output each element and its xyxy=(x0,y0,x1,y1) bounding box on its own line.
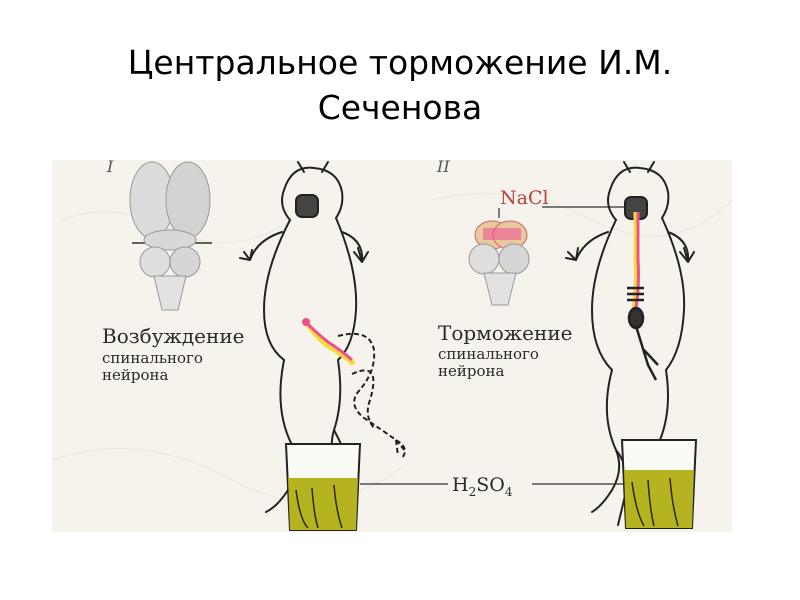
spinal-cord-right xyxy=(627,286,659,381)
acid-sub-2: 4 xyxy=(505,485,513,499)
slide-title: Центральное торможение И.М. Сеченова xyxy=(0,40,800,130)
title-line-1: Центральное торможение И.М. xyxy=(127,43,673,82)
acid-h: H xyxy=(452,474,469,496)
caption-left-line3: нейрона xyxy=(102,366,169,384)
nerve-path-left-pink xyxy=(302,318,354,362)
caption-left-line1: Возбуждение xyxy=(102,324,245,348)
brain-diagram-left xyxy=(129,161,212,311)
frog-left-withdrawn-leg xyxy=(337,332,407,459)
caption-left-line2: спинального xyxy=(102,349,203,367)
acid-beaker-left xyxy=(284,443,362,531)
acid-sub-1: 2 xyxy=(469,485,477,499)
acid-formula-label: H2SO4 xyxy=(452,474,513,499)
figure-drawing: I II NaCl Возбуждение спинального нейрон… xyxy=(52,160,732,531)
nacl-label: NaCl xyxy=(500,187,549,209)
caption-right-line1: Торможение xyxy=(438,321,573,345)
caption-right-line3: нейрона xyxy=(438,362,505,380)
acid-so: SO xyxy=(476,474,505,496)
title-line-2: Сеченова xyxy=(317,88,483,127)
brain-diagram-right xyxy=(468,206,640,306)
nerve-origin-left xyxy=(302,318,310,326)
roman-numeral-left: I xyxy=(106,160,114,176)
acid-beaker-right xyxy=(620,439,698,529)
sechenov-figure: I II NaCl Возбуждение спинального нейрон… xyxy=(52,160,732,532)
caption-right-line2: спинального xyxy=(438,345,539,363)
roman-numeral-right: II xyxy=(436,160,450,176)
